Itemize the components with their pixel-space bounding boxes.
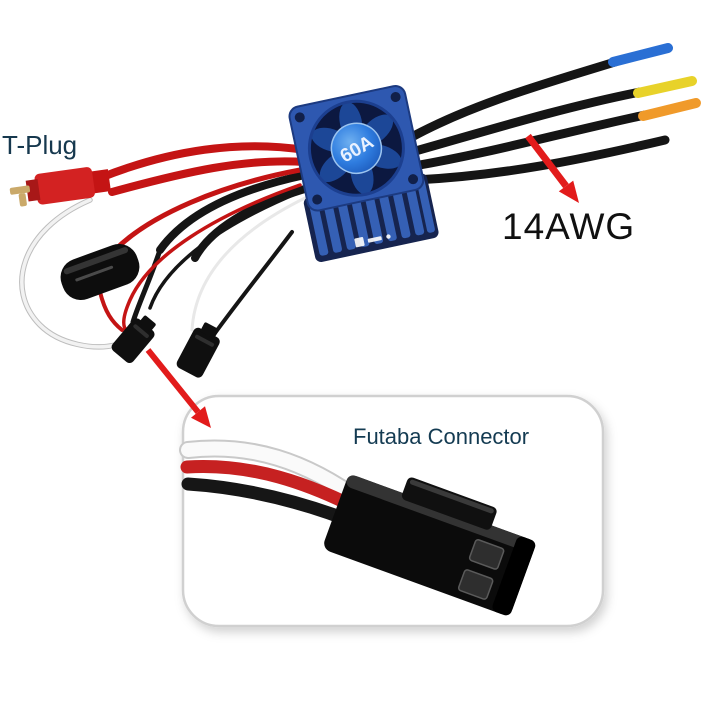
bullet-connector-yellow bbox=[633, 76, 697, 98]
inset-arrow bbox=[145, 348, 211, 428]
t-plug-label: T-Plug bbox=[2, 130, 78, 160]
futaba-connector-label: Futaba Connector bbox=[353, 424, 530, 449]
futaba-connector-body bbox=[324, 475, 536, 616]
servo-connector-1 bbox=[111, 315, 156, 364]
awg-label: 14AWG bbox=[502, 206, 636, 247]
esc-unit: 60A bbox=[288, 85, 439, 262]
esc-markings bbox=[354, 234, 391, 248]
t-plug-connector bbox=[9, 167, 111, 207]
pin-hole-2 bbox=[457, 569, 494, 600]
capacitor bbox=[60, 243, 140, 301]
esc-fan: 60A bbox=[288, 85, 425, 212]
servo-wires bbox=[19, 183, 307, 350]
servo-connector-2 bbox=[176, 322, 220, 378]
bullet-connector-blue bbox=[608, 43, 673, 67]
futaba-closeup bbox=[179, 439, 536, 616]
bullet-connector-orange bbox=[638, 98, 701, 121]
awg-arrow bbox=[525, 133, 579, 203]
pin-hole-1 bbox=[468, 539, 505, 570]
power-wires-right bbox=[405, 43, 701, 185]
power-wires-left bbox=[96, 142, 312, 342]
